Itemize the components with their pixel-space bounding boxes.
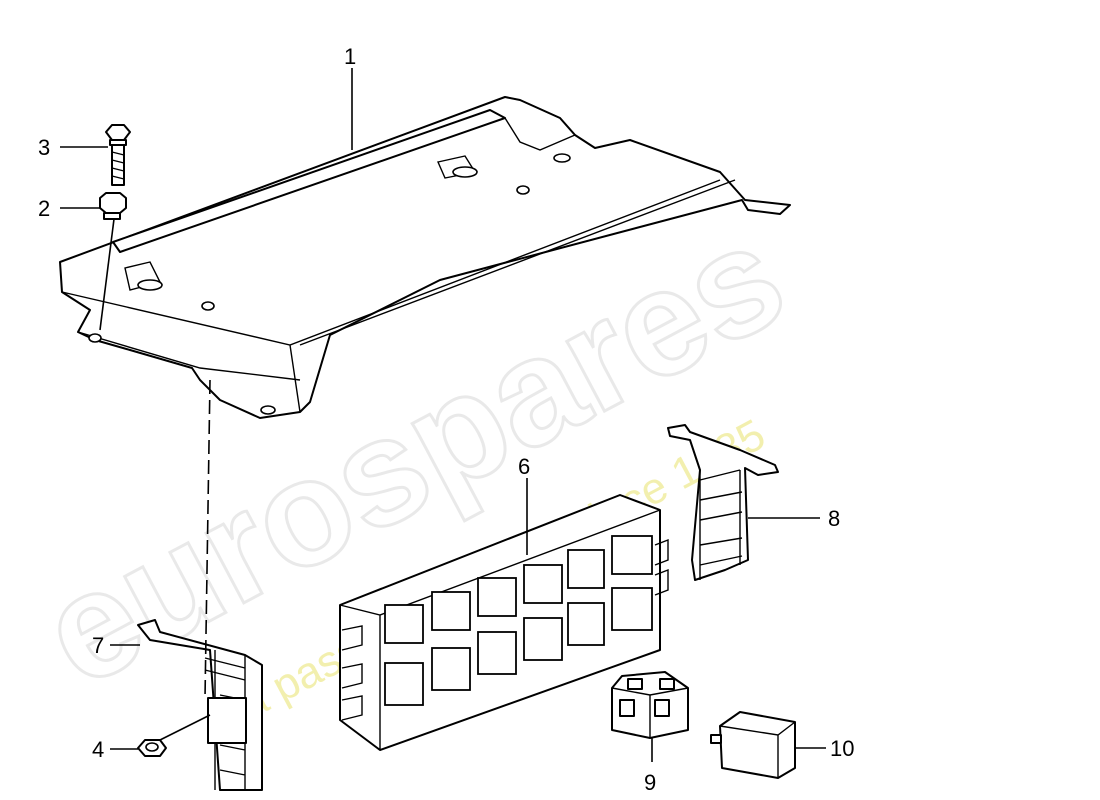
relay-large [710,711,796,779]
callout-9: 9 [644,770,656,795]
mounting-plate [59,96,791,419]
callout-6: 6 [518,454,530,479]
nut-bottom [137,739,167,757]
callouts: 1 2 3 4 6 7 8 9 10 [38,44,854,795]
bracket-right [667,424,779,581]
callout-10: 10 [830,736,854,761]
nut-top [99,192,127,220]
callout-8: 8 [828,506,840,531]
bolt [105,124,131,186]
callout-1: 1 [344,44,356,69]
callout-4: 4 [92,737,104,762]
bracket-left [137,619,263,791]
callout-3: 3 [38,135,50,160]
callout-7: 7 [92,633,104,658]
relay-small [611,671,689,739]
leader-lines [60,68,826,762]
callout-2: 2 [38,196,50,221]
relay-carrier [339,494,669,751]
